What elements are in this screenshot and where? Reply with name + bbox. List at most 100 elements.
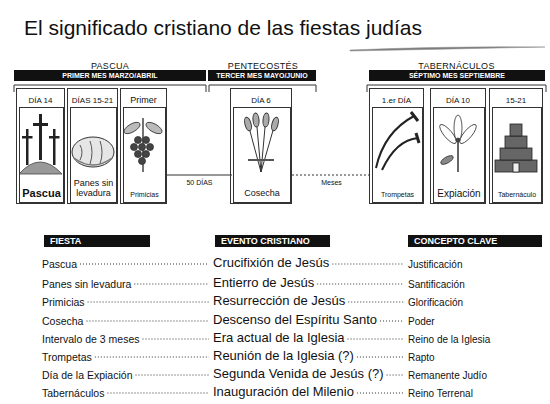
firstfruits-picture-part <box>131 144 138 151</box>
event-cell: Descenso del Espíritu Santo <box>213 313 377 328</box>
feast-caption: Trompetas <box>381 191 414 199</box>
day-label: Primer <box>130 95 157 105</box>
feast-caption: Panes sin levadura <box>73 179 114 199</box>
column-header: CONCEPTO CLAVE <box>408 235 542 247</box>
table-cell-slot: Segunda Venida de Jesús (?) <box>213 364 384 382</box>
month-label: PRIMER MES MARZO/ABRIL <box>62 70 157 81</box>
dotted-leader <box>134 284 209 285</box>
feast-caption: Cosecha <box>244 189 280 199</box>
feast-picture-box: Trompetas <box>372 107 423 203</box>
header-label: CONCEPTO CLAVE <box>414 235 497 247</box>
crosses-picture-part <box>49 136 60 139</box>
firstfruits-picture-part <box>143 151 150 158</box>
concept-cell: Santificación <box>408 279 465 291</box>
lily-picture-part <box>456 138 460 142</box>
feast-picture-box: Primicias <box>123 107 166 203</box>
table-cell-slot: Intervalo de 3 meses <box>42 329 139 347</box>
crosses-picture-part <box>26 129 29 165</box>
month-band: TERCER MES MAYO/JUNIO <box>208 70 316 81</box>
crosses-picture-part <box>39 114 42 160</box>
event-cell: Crucifixión de Jesús <box>213 256 329 271</box>
firstfruits-picture-part <box>122 120 142 136</box>
dotted-leader <box>357 357 404 358</box>
concept-cell: Reino de la Iglesia <box>408 334 490 346</box>
month-label: TERCER MES MAYO/JUNIO <box>216 70 308 81</box>
table-cell-slot: Reino Terrenal <box>408 383 473 401</box>
column-header: EVENTO CRISTIANO <box>215 235 330 247</box>
table-cell-slot: Glorificación <box>408 292 463 310</box>
day-label: DÍA 10 <box>446 96 470 106</box>
dotted-leader <box>317 284 404 285</box>
event-cell: Inauguración del Milenio <box>213 385 354 400</box>
tabernacle-picture <box>495 124 537 172</box>
feast-group: PASCUAPRIMER MES MARZO/ABRILDÍA 14Pascua… <box>12 55 208 85</box>
table-cell-slot: Poder <box>408 311 435 329</box>
feast-caption: Pascua <box>22 187 61 199</box>
event-cell: Reunión de la Iglesia (?) <box>213 349 354 364</box>
trumpets-picture-part <box>411 112 418 121</box>
bread-picture-part <box>80 141 102 164</box>
dotted-leader <box>332 264 404 265</box>
wheat-picture-part <box>248 159 274 161</box>
dotted-leader <box>348 339 404 340</box>
feast-picture-box: Tabernáculo <box>492 107 542 203</box>
feast-caption: Expiación <box>437 188 480 199</box>
table-cell-slot: Primicias <box>42 292 85 310</box>
table-cell-slot: Pascua <box>42 254 77 272</box>
trumpets-picture-part <box>382 138 418 170</box>
table-cell-slot: Era actual de la Iglesia <box>213 328 345 346</box>
trumpets-picture-part <box>376 116 414 168</box>
day-box: DÍA 10 Expiación <box>430 88 486 204</box>
tabernacle-picture-part <box>500 148 532 160</box>
edge-label-slot: Meses <box>319 171 344 189</box>
bread-picture-part <box>74 158 112 165</box>
dotted-leader <box>380 321 404 322</box>
trumpets-picture <box>376 112 419 170</box>
event-cell: Segunda Venida de Jesús (?) <box>213 367 384 382</box>
table-cell-slot: Justificación <box>408 254 462 272</box>
concept-cell: Justificación <box>408 259 462 271</box>
dotted-leader <box>86 321 209 322</box>
firstfruits-picture-part <box>144 120 164 136</box>
trumpets-picture-part <box>416 133 419 143</box>
table-cell-slot: Crucifixión de Jesús <box>213 253 329 271</box>
day-box: 15-21Tabernáculo <box>489 88 543 204</box>
event-cell: Entierro de Jesús <box>213 276 314 291</box>
firstfruits-picture-part <box>139 144 146 151</box>
wheat-picture <box>243 113 279 172</box>
feast-cell: Tabernáculos <box>42 387 104 399</box>
day-box: DÍAS 15-21Panes sin levadura <box>67 88 118 204</box>
wheat-picture-part <box>262 113 269 127</box>
feast-picture-box: Expiación <box>433 107 485 203</box>
feast-cell: Día de la Expiación <box>42 369 132 381</box>
column-header: FIESTA <box>44 235 150 247</box>
title-swoosh-part <box>350 47 545 51</box>
crosses-picture-part <box>22 136 33 139</box>
event-cell: Era actual de la Iglesia <box>213 331 345 346</box>
dotted-leader <box>88 302 209 303</box>
dotted-leader <box>95 357 209 358</box>
day-box: DÍA 6Cosecha <box>230 88 292 204</box>
diagram-title: El significado cristiano de las fiestas … <box>24 15 422 41</box>
firstfruits-picture <box>122 118 164 172</box>
table-cell-slot: Santificación <box>408 274 465 292</box>
day-label: 1.er DÍA <box>382 96 411 106</box>
header-label: FIESTA <box>50 235 81 247</box>
firstfruits-picture-part <box>135 151 142 158</box>
table-cell-slot: Resurrección de Jesús <box>213 291 345 309</box>
table-cell-slot: Descenso del Espíritu Santo <box>213 310 377 328</box>
table-cell-slot: Cosecha <box>42 311 83 329</box>
concept-cell: Poder <box>408 316 435 328</box>
tabernacle-picture-part <box>513 163 519 172</box>
firstfruits-picture-part <box>147 144 154 151</box>
firstfruits-picture-part <box>135 137 142 144</box>
feast-caption: Primicias <box>130 191 158 199</box>
dotted-leader <box>387 375 404 376</box>
wheat-picture-part <box>243 116 252 131</box>
day-label: DÍAS 15-21 <box>72 96 113 106</box>
month-band: SÉPTIMO MES SEPTIEMBRE <box>369 70 545 81</box>
tabernacle-picture-part <box>495 160 537 172</box>
concept-cell: Rapto <box>408 352 435 364</box>
feast-cell: Primicias <box>42 296 85 308</box>
